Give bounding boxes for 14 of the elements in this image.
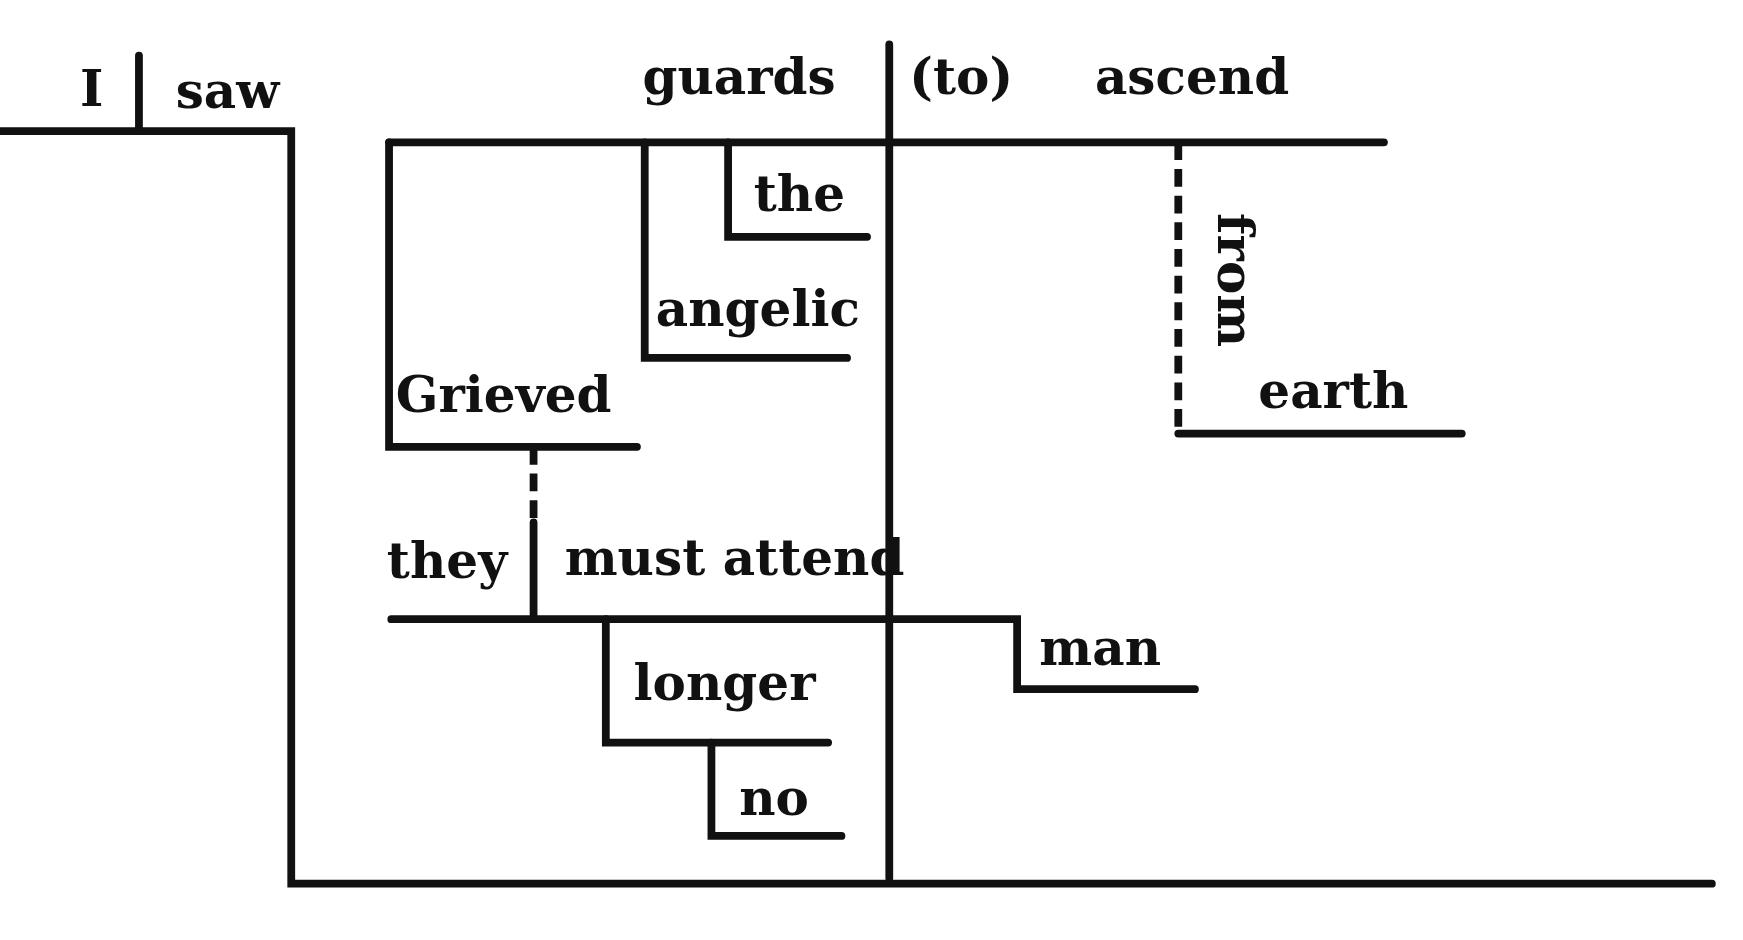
- word-label: no: [739, 768, 809, 829]
- word-label: from: [1203, 213, 1264, 348]
- word-label: Grieved: [395, 365, 612, 426]
- word-label: guards: [642, 47, 836, 108]
- word-label: angelic: [655, 279, 860, 340]
- word-label: I: [80, 58, 104, 119]
- word-label: the: [753, 164, 845, 225]
- word-label: ascend: [1094, 47, 1290, 108]
- word-label: they: [386, 531, 508, 592]
- word-label: (to): [909, 47, 1014, 108]
- word-label: man: [1039, 618, 1162, 679]
- word-label: earth: [1258, 361, 1409, 422]
- word-label: saw: [175, 61, 280, 122]
- word-label: longer: [633, 653, 816, 714]
